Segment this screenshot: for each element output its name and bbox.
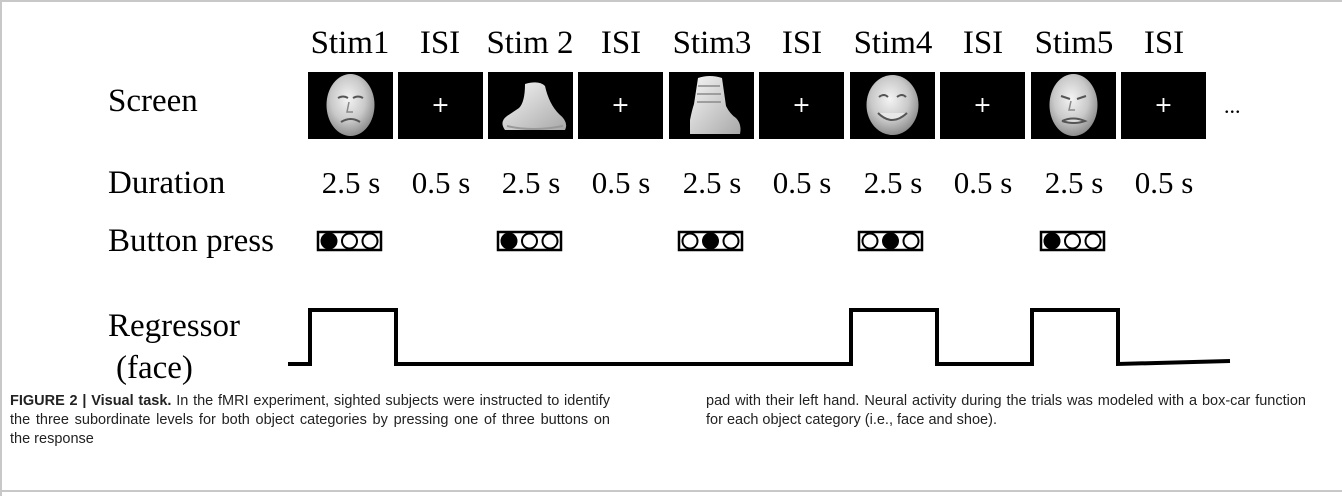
caption-text-right: pad with their left hand. Neural activit… [706,393,1306,428]
button-unpressed-dot [1064,232,1081,250]
stimulus-boot-image [669,72,754,139]
fixation-cross-icon: + [611,93,629,118]
column-header: Stim1 [311,25,390,61]
regressor-boxcar-line [288,308,1231,367]
column-header: ISI [963,25,1003,61]
button-pressed-dot [1043,232,1061,250]
fixation-screen: + [578,72,663,139]
button-unpressed-dot [1084,232,1102,250]
button-unpressed-dot [341,232,358,250]
row-label-regressor: Regressor [108,308,240,344]
fixation-screen: + [759,72,844,139]
button-press-indicator [316,230,383,252]
fixation-cross-icon: + [431,93,449,118]
column-header: ISI [420,25,460,61]
fixation-cross-icon: + [1154,93,1172,118]
duration-value: 2.5 s [1045,165,1104,200]
button-pressed-dot [320,232,338,250]
durations-row: 2.5 s 0.5 s 2.5 s 0.5 s 2.5 s 0.5 s 2.5 … [322,165,1194,200]
fixation-cross-icon: + [973,93,991,118]
row-label-button-press: Button press [108,223,274,259]
column-headers: Stim1 ISI Stim 2 ISI Stim3 ISI Stim4 ISI… [311,25,1185,61]
duration-value: 2.5 s [502,165,561,200]
button-unpressed-dot [361,232,379,250]
column-header: ISI [782,25,822,61]
row-label-regressor-sub: (face) [116,350,193,386]
button-press-indicator [1039,230,1106,252]
duration-value: 0.5 s [954,165,1013,200]
duration-value: 0.5 s [592,165,651,200]
button-unpressed-dot [902,232,920,250]
column-header: ISI [1144,25,1184,61]
button-unpressed-dot [861,232,879,250]
caption-label: FIGURE 2 | Visual task. [10,393,172,409]
figure-caption-left: FIGURE 2 | Visual task. In the fMRI expe… [10,392,610,449]
row-label-screen: Screen [108,83,198,119]
duration-value: 2.5 s [864,165,923,200]
column-header: Stim4 [854,25,933,61]
button-unpressed-dot [521,232,538,250]
button-press-indicator [677,230,744,252]
button-pressed-dot [500,232,518,250]
button-unpressed-dot [722,232,740,250]
figure-caption-right: pad with their left hand. Neural activit… [706,392,1306,430]
fixation-screen: + [940,72,1025,139]
stimulus-face-smiling-image [850,72,935,139]
button-press-indicator [857,230,924,252]
fixation-screen: + [398,72,483,139]
fixation-screen: + [1121,72,1206,139]
button-unpressed-dot [681,232,699,250]
duration-value: 2.5 s [322,165,381,200]
fixation-cross-icon: + [792,93,810,118]
frame-left-border [0,0,2,496]
frame-bottom-border [0,490,1342,492]
button-unpressed-dot [541,232,559,250]
duration-value: 0.5 s [773,165,832,200]
continuation-ellipsis: ... [1224,93,1241,118]
stimulus-face-disgust-image [1031,72,1116,139]
button-press-row [316,230,1106,252]
task-diagram: Screen Duration Button press Regressor (… [108,25,1241,386]
column-header: ISI [601,25,641,61]
button-pressed-dot [702,232,719,250]
duration-value: 0.5 s [1135,165,1194,200]
stimulus-face-grimace-image [308,72,393,139]
duration-value: 0.5 s [412,165,471,200]
button-press-indicator [496,230,563,252]
button-pressed-dot [882,232,899,250]
column-header: Stim3 [673,25,752,61]
column-header: Stim5 [1035,25,1114,61]
stimulus-shoe-image [488,72,573,139]
caption-text-left: In the fMRI experiment, sighted subjects… [10,393,610,447]
screen-panels: + + + [308,72,1241,139]
duration-value: 2.5 s [683,165,742,200]
column-header: Stim 2 [486,25,573,61]
row-label-duration: Duration [108,165,225,201]
frame-top-border [0,0,1342,2]
